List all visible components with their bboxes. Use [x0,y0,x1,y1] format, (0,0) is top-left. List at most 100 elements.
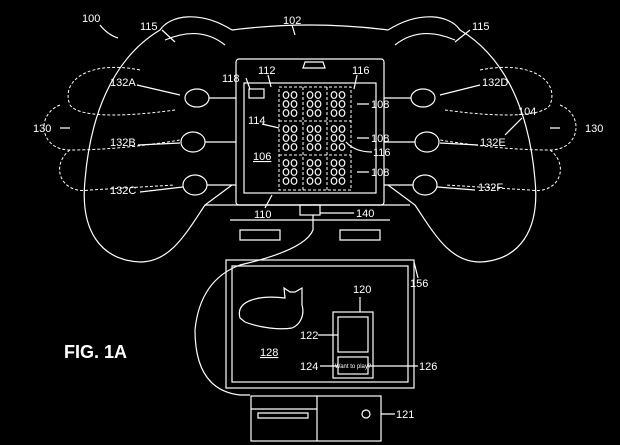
braille-pin [330,177,338,185]
tactile-display [235,58,385,216]
label-108-middle: 108 [371,133,389,145]
figure-title: FIG. 1A [64,342,127,362]
braille-pin [290,177,298,185]
cat-image [238,286,304,330]
braille-pin [338,177,346,185]
braille-pin [306,177,314,185]
label-126: 126 [419,361,437,373]
grip-button-132f [412,174,438,196]
label-108-top: 108 [371,99,389,111]
label-128: 128 [260,347,278,359]
label-112: 112 [258,65,276,77]
label-132c: 132C [110,185,136,197]
braille-pin [306,134,314,142]
grip-button-132b [180,131,206,153]
game-console [250,395,382,442]
braille-pin [314,125,322,133]
grip-button-132c [182,174,208,196]
braille-pin [338,134,346,142]
braille-pin [290,100,298,108]
label-132a: 132A [110,77,136,89]
braille-pin [282,109,290,117]
braille-pin [282,168,290,176]
braille-pin [314,159,322,167]
prompt-text: Want to play? [335,364,372,370]
braille-pin [290,91,298,99]
label-106: 106 [253,151,271,163]
braille-pin [338,100,346,108]
braille-pin [330,91,338,99]
label-115-right: 115 [472,21,490,33]
grip-button-132d [410,88,436,108]
braille-pin [290,109,298,117]
braille-pin [282,134,290,142]
braille-pin [330,109,338,117]
braille-pin [306,159,314,167]
braille-pin [314,168,322,176]
label-130-right: 130 [585,123,603,135]
braille-pin [314,109,322,117]
braille-pin [338,109,346,117]
label-104: 104 [518,106,536,118]
label-115-left: 115 [140,21,158,33]
indicator-118 [248,88,265,99]
braille-pin [330,143,338,151]
braille-pin [290,159,298,167]
braille-pins [282,91,346,185]
braille-pin [282,159,290,167]
braille-pin [306,109,314,117]
label-156: 156 [410,278,428,290]
braille-pin [330,159,338,167]
braille-pin [330,134,338,142]
braille-pin [338,125,346,133]
grip-button-132e [414,131,440,153]
label-121: 121 [396,409,414,421]
display-monitor: Want to play? [225,259,415,389]
label-116-middle: 116 [373,147,391,159]
label-120: 120 [353,284,371,296]
label-140: 140 [356,208,374,220]
braille-pin [338,91,346,99]
braille-pin [338,159,346,167]
label-130-left: 130 [33,123,51,135]
braille-pin [330,168,338,176]
label-110: 110 [254,209,272,221]
braille-pin [314,134,322,142]
braille-pin [290,168,298,176]
braille-pin [282,91,290,99]
braille-pin [290,134,298,142]
cable [194,215,314,396]
braille-pin [306,125,314,133]
label-102: 102 [283,15,301,27]
grip-button-132a [184,88,210,108]
label-132b: 132B [110,137,136,149]
label-118: 118 [222,73,240,85]
braille-pin [306,168,314,176]
braille-pin [314,143,322,151]
braille-pin [282,177,290,185]
braille-pin [282,100,290,108]
label-132f: 132F [478,182,503,194]
braille-pin [282,125,290,133]
braille-pin [330,125,338,133]
reference-labels: 100 115 115 102 132A 118 112 116 132D 10… [33,13,603,421]
braille-pin [282,143,290,151]
braille-pin [314,100,322,108]
label-122: 122 [300,330,318,342]
braille-pin [306,91,314,99]
braille-pin [314,177,322,185]
braille-pin [338,143,346,151]
label-132e: 132E [480,137,506,149]
label-132d: 132D [482,77,508,89]
braille-pin [306,143,314,151]
braille-pin [338,168,346,176]
label-100: 100 [82,13,100,25]
braille-pin [290,143,298,151]
label-116-top: 116 [352,65,370,77]
braille-pin [306,100,314,108]
braille-pin [290,125,298,133]
label-114: 114 [248,115,266,127]
label-108-bottom: 108 [371,167,389,179]
braille-pin [314,91,322,99]
